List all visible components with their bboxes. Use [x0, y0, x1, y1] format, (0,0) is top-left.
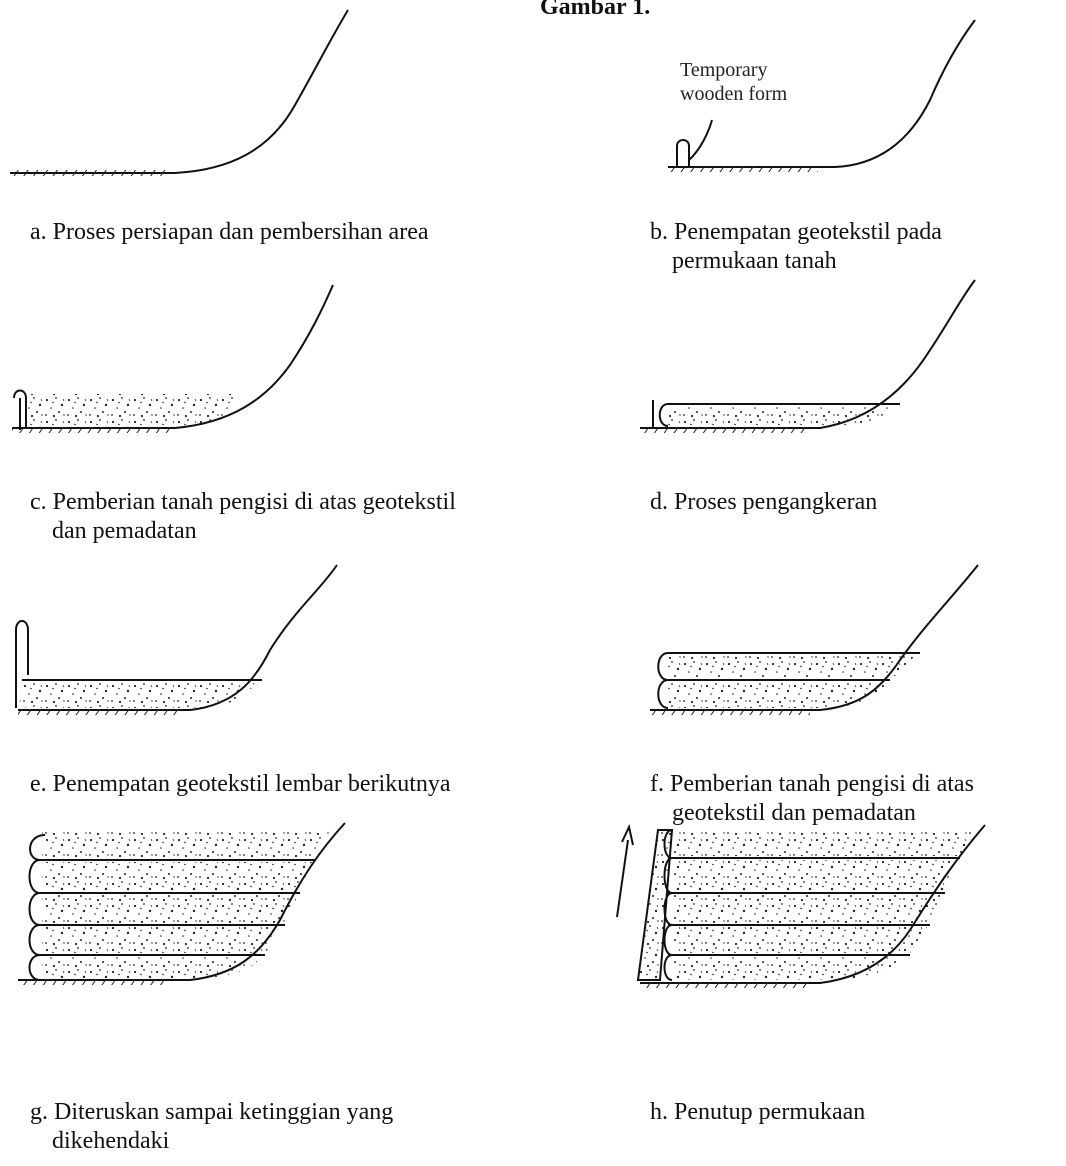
caption-c: c. Pemberian tanah pengisi di atas geote… — [30, 489, 456, 544]
caption-e: e. Penempatan geotekstil lembar berikutn… — [30, 771, 451, 797]
panel-a-drawing — [10, 9, 349, 176]
figure-title: Gambar 1. — [540, 0, 651, 20]
panel-g-drawing — [18, 822, 346, 985]
panel-d-drawing — [640, 279, 976, 433]
caption-b: b. Penempatan geotekstil pada permukaan … — [650, 219, 942, 274]
panel-h-drawing — [616, 823, 986, 988]
wooden-form-label: Temporary wooden form — [680, 59, 788, 105]
caption-f: f. Pemberian tanah pengisi di atas geote… — [650, 771, 974, 826]
panel-c-drawing — [12, 284, 334, 433]
panel-e-drawing — [15, 564, 338, 715]
caption-g: g. Diteruskan sampai ketinggian yang dik… — [30, 1099, 394, 1154]
panel-b-drawing — [668, 19, 976, 172]
caption-h: h. Penutup permukaan — [650, 1099, 866, 1125]
caption-a: a. Proses persiapan dan pembersihan area — [30, 219, 429, 245]
caption-d: d. Proses pengangkeran — [650, 489, 878, 515]
panel-f-drawing — [650, 564, 979, 715]
